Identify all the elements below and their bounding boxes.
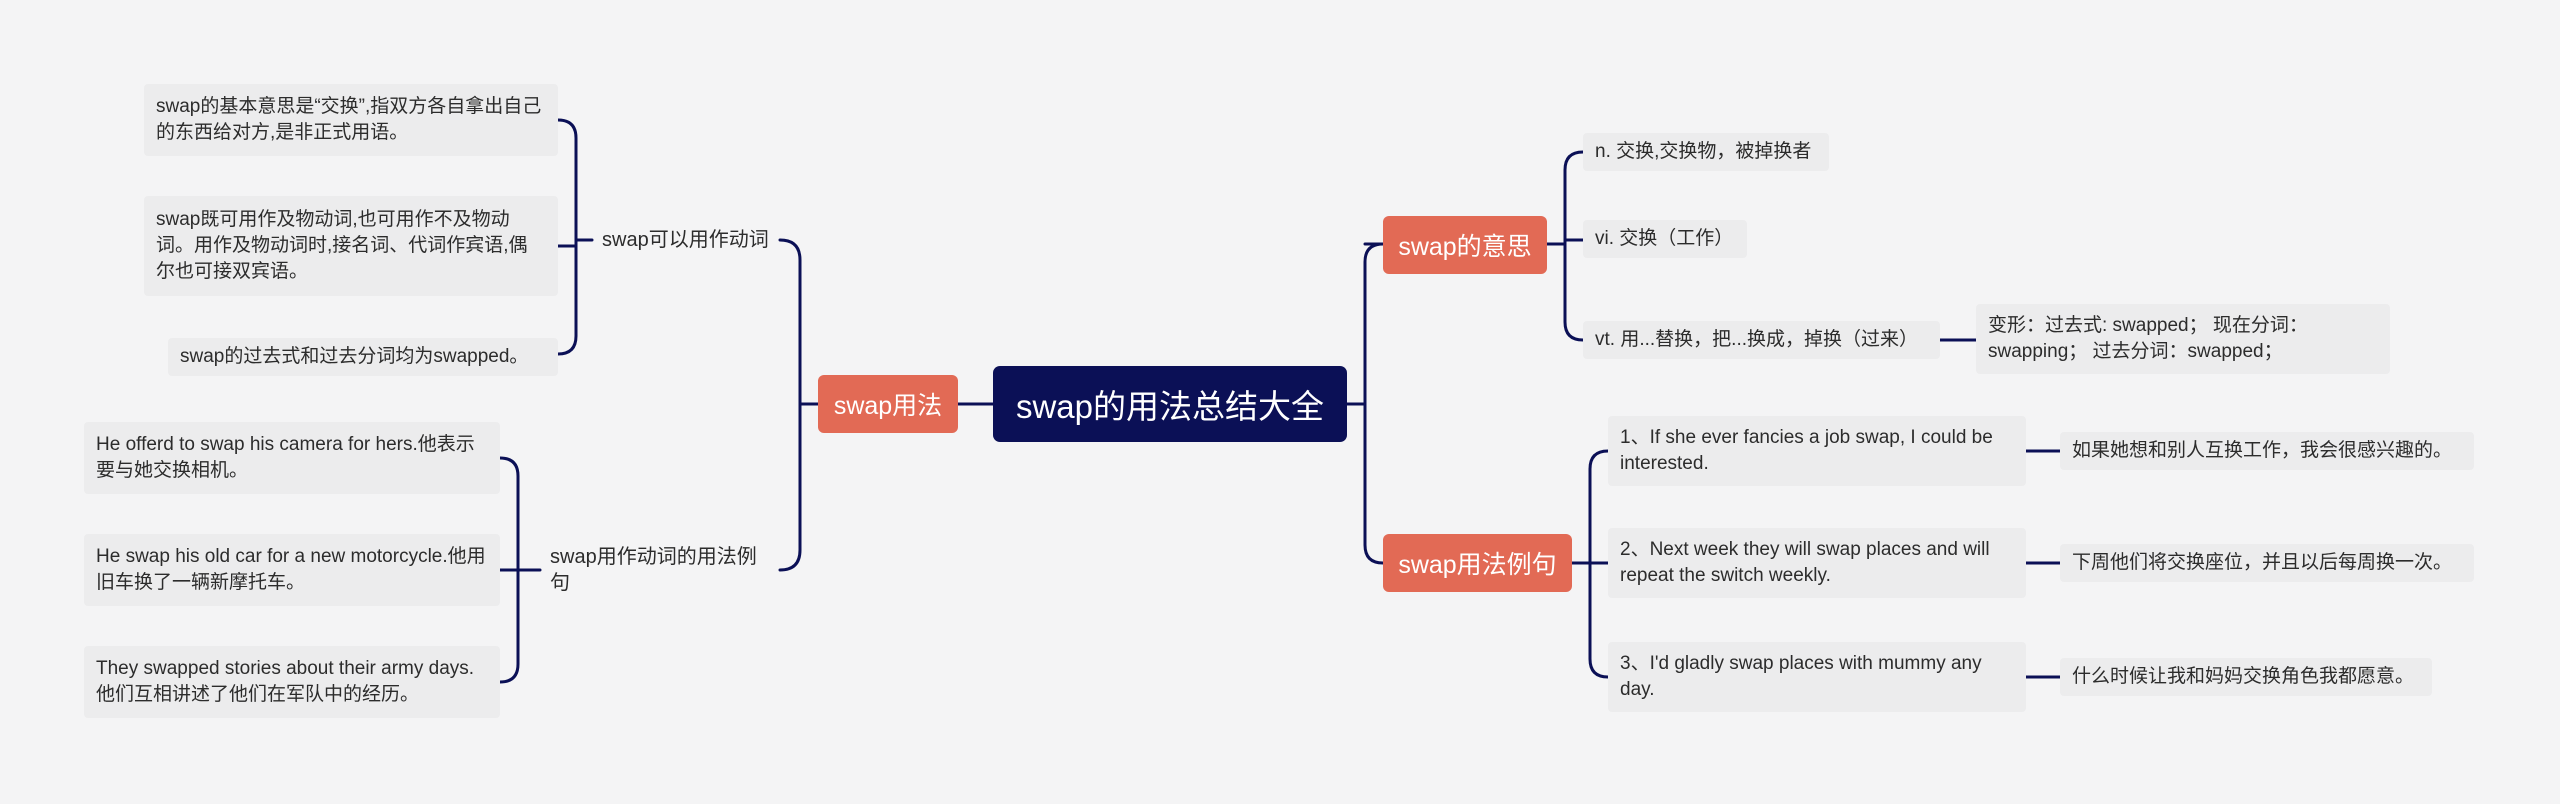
leaf-example-2[interactable]: He swap his old car for a new motorcycle…: [84, 534, 500, 606]
meaning-forms[interactable]: 变形：过去式: swapped； 现在分词：swapping； 过去分词：swa…: [1976, 304, 2390, 374]
meaning-vt[interactable]: vt. 用...替换，把...换成，掉换（过来）: [1583, 321, 1940, 359]
branch-usage[interactable]: swap用法: [818, 375, 958, 433]
branch-meaning[interactable]: swap的意思: [1383, 216, 1547, 274]
edge-meaning-items: [1563, 150, 1585, 342]
subtopic-verb[interactable]: swap可以用作动词: [602, 229, 769, 251]
root-topic[interactable]: swap的用法总结大全: [993, 366, 1347, 442]
edge-usage-sub: [778, 238, 802, 572]
example-en-3[interactable]: 3、I'd gladly swap places with mummy any …: [1608, 642, 2026, 712]
edge-root-meaning: [1363, 242, 1385, 565]
leaf-verb-2[interactable]: swap既可用作及物动词,也可用作不及物动词。用作及物动词时,接名词、代词作宾语…: [144, 196, 558, 296]
edge-verb-leaves: [556, 118, 578, 356]
example-zh-3[interactable]: 什么时候让我和妈妈交换角色我都愿意。: [2060, 658, 2432, 696]
example-zh-1[interactable]: 如果她想和别人互换工作，我会很感兴趣的。: [2060, 432, 2474, 470]
leaf-example-3[interactable]: They swapped stories about their army da…: [84, 646, 500, 718]
meaning-vi[interactable]: vi. 交换（工作）: [1583, 220, 1747, 258]
leaf-verb-3[interactable]: swap的过去式和过去分词均为swapped。: [168, 338, 558, 376]
leaf-verb-1[interactable]: swap的基本意思是“交换”,指双方各自拿出自己的东西给对方,是非正式用语。: [144, 84, 558, 156]
leaf-example-1[interactable]: He offerd to swap his camera for hers.他表…: [84, 422, 500, 494]
branch-examples[interactable]: swap用法例句: [1383, 534, 1572, 592]
example-zh-2[interactable]: 下周他们将交换座位，并且以后每周换一次。: [2060, 544, 2474, 582]
example-en-2[interactable]: 2、Next week they will swap places and wi…: [1608, 528, 2026, 598]
example-en-1[interactable]: 1、If she ever fancies a job swap, I coul…: [1608, 416, 2026, 486]
meaning-noun[interactable]: n. 交换,交换物，被掉换者: [1583, 133, 1829, 171]
subtopic-verb-examples[interactable]: swap用作动词的用法例句: [550, 546, 757, 594]
